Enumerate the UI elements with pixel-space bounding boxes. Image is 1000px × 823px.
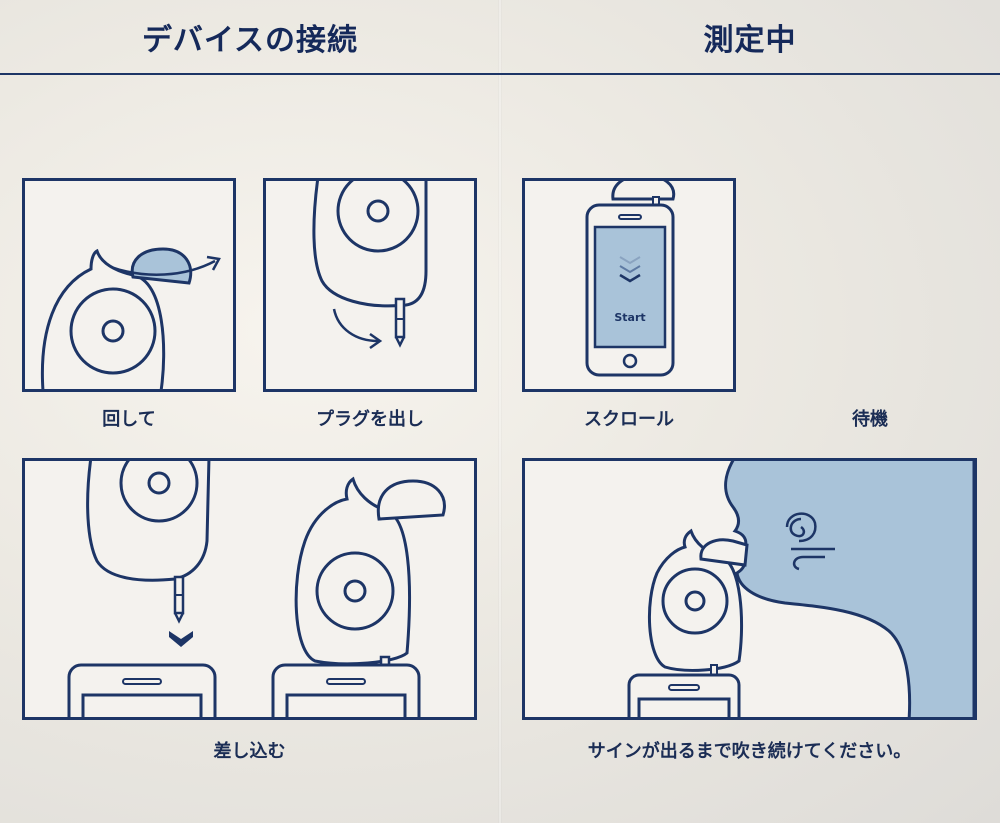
- step-pull-plug-label: プラグを出し: [316, 409, 424, 430]
- step-wait-label: 待機: [852, 409, 888, 430]
- step-scroll-label: スクロール: [584, 409, 674, 430]
- step-rotate-illustration: [22, 178, 236, 392]
- step-blow-label: サインが出るまで吹き続けてください。: [587, 741, 912, 762]
- start-text: Start: [614, 311, 645, 324]
- step-rotate-label: 回して: [102, 409, 156, 430]
- header-divider: [0, 73, 500, 75]
- rotate-cap-icon: [40, 247, 221, 389]
- pull-plug-icon: [312, 181, 428, 350]
- page-title: デバイスの接続: [141, 23, 359, 58]
- step-scroll-illustration: Start: [522, 178, 736, 392]
- page-title: 測定中: [703, 23, 797, 58]
- header-divider: [500, 73, 1000, 75]
- panel-divider: [498, 0, 502, 823]
- phone-scroll-icon: Start: [585, 181, 676, 377]
- step-insert-label: 差し込む: [213, 741, 286, 762]
- device-connection-panel: デバイスの接続 回して プラグを出し: [0, 23, 500, 762]
- step-blow-illustration: [522, 458, 977, 720]
- step-insert-illustration: [22, 458, 477, 720]
- blow-breath-icon: [627, 461, 974, 717]
- insert-plug-icon: [67, 461, 446, 717]
- step-pull-plug-illustration: [263, 178, 477, 392]
- measuring-panel: 測定中 Start スクロール 待機: [500, 0, 1000, 823]
